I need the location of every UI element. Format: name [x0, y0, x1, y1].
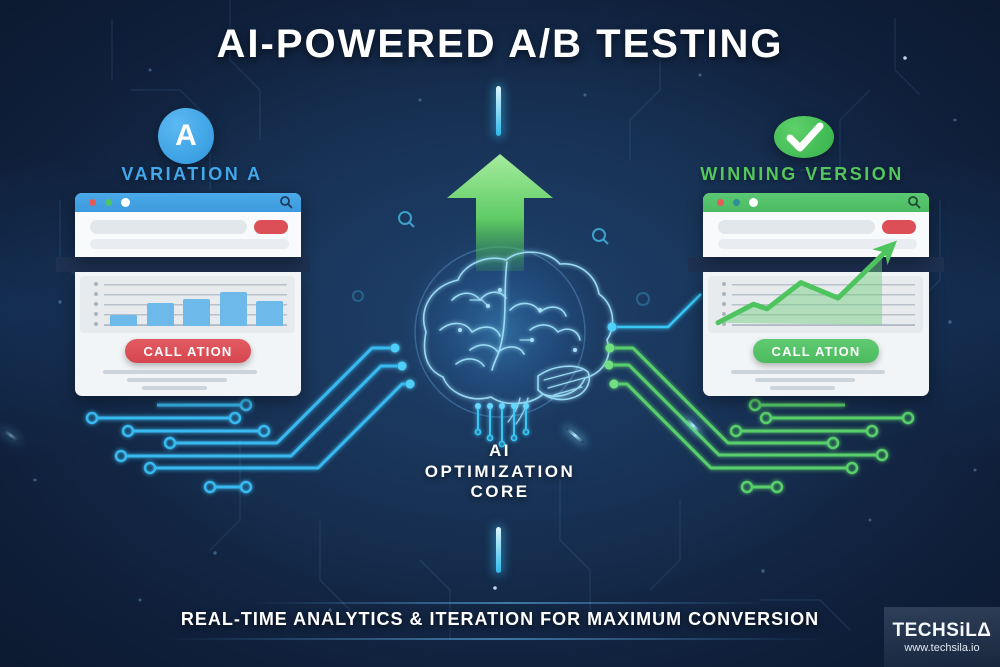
chart-gridlines — [732, 284, 915, 326]
brand-logo: TECHSiLΔ — [892, 619, 992, 641]
magnifier-accent-icons — [352, 211, 650, 306]
bar-chart-bars — [110, 285, 283, 326]
brain-icon — [423, 251, 614, 425]
window-control-red-dot — [717, 199, 724, 206]
address-bar-placeholder — [90, 220, 247, 234]
axis-dots — [94, 282, 98, 326]
address-bar-placeholder — [718, 220, 875, 234]
red-pill-button — [254, 220, 288, 234]
variation-a-window: CALL ATION — [75, 193, 301, 396]
center-circuit-pins — [474, 293, 702, 448]
footer-caption: REAL-TIME ANALYTICS & ITERATION FOR MAXI… — [180, 609, 820, 629]
nav-placeholder — [90, 239, 289, 249]
page-title: AI-POWERED A/B TESTING — [216, 22, 784, 66]
text-placeholder — [770, 386, 835, 390]
window-content-panel: CALL ATION — [703, 272, 929, 396]
window-content-panel: CALL ATION — [75, 272, 301, 396]
window-control-teal-dot — [733, 199, 740, 206]
brand-watermark: TECHSiLΔ www.techsila.io — [884, 607, 1000, 667]
ai-core-line3: CORE — [470, 482, 530, 501]
ai-core-line1: AI — [489, 441, 511, 460]
checkmark-icon — [786, 122, 824, 152]
axis-dots — [722, 282, 726, 326]
left-circuit-traces — [85, 343, 415, 494]
bottom-glow-tick — [496, 527, 501, 573]
window-titlebar — [703, 193, 929, 212]
winning-version-label: WINNING VERSION — [700, 164, 904, 184]
window-header-panel — [703, 193, 929, 257]
variation-a-letter: A — [175, 119, 197, 152]
right-circuit-traces — [604, 343, 915, 494]
up-arrow-icon — [447, 154, 553, 271]
divider-stripe-left — [56, 257, 310, 272]
caption-glow-line — [165, 638, 825, 640]
cta-button-winning: CALL ATION — [753, 339, 879, 363]
ai-core-caption: AI OPTIMIZATION CORE — [350, 441, 650, 503]
text-placeholder — [755, 378, 855, 382]
bar-chart — [80, 276, 295, 333]
line-chart — [708, 276, 923, 333]
window-control-green-dot — [105, 199, 112, 206]
nav-placeholder — [718, 239, 917, 249]
top-glow-tick — [496, 86, 501, 136]
caption-glow-line — [250, 602, 770, 604]
window-titlebar — [75, 193, 301, 212]
text-placeholder — [142, 386, 207, 390]
red-pill-button — [882, 220, 916, 234]
window-control-white-dot — [121, 198, 130, 207]
text-placeholder — [731, 370, 885, 374]
ai-core-line2: OPTIMIZATION — [424, 461, 576, 481]
address-row — [718, 220, 916, 234]
window-control-red-dot — [89, 199, 96, 206]
window-header-panel — [75, 193, 301, 257]
text-placeholder — [103, 370, 257, 374]
winning-version-badge — [774, 116, 834, 158]
variation-a-label: VARIATION A — [121, 164, 263, 184]
search-icon — [908, 196, 921, 209]
text-placeholder — [127, 378, 227, 382]
variation-a-badge: A — [158, 108, 214, 164]
search-icon — [280, 196, 293, 209]
brand-url: www.techsila.io — [904, 641, 980, 654]
cta-button-variation-a: CALL ATION — [125, 339, 251, 363]
address-row — [90, 220, 288, 234]
winning-version-window: CALL ATION — [703, 193, 929, 396]
window-control-white-dot — [749, 198, 758, 207]
